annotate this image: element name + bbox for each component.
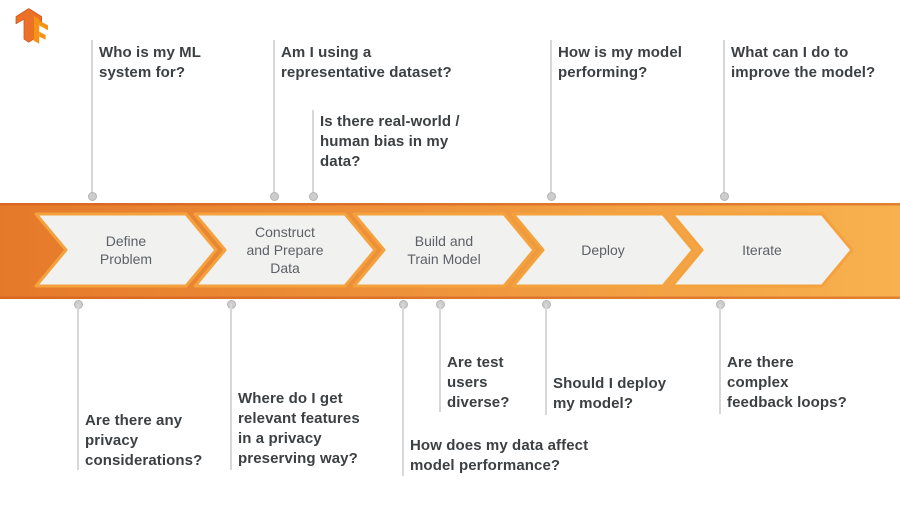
question-bottom-test-users-diverse: Are test users diverse? [447,354,510,411]
question-top-model-performing: How is my model performing? [558,44,683,81]
pipeline-banner [0,203,900,299]
connector-line-bottom-4 [439,304,441,412]
connector-dot-top-3 [309,192,318,201]
stage-label-define-problem: Define Problem [99,233,153,267]
connector-line-bottom-6 [719,304,721,414]
tensorflow-logo-icon [15,8,48,44]
question-top-representative-dataset: Am I using a representative dataset? [281,44,452,81]
connector-line-top-2 [273,40,275,196]
connector-line-top-1 [91,40,93,196]
question-bottom-data-affect-performance: How does my data affect model performanc… [410,437,589,474]
stage-chevron-deploy [511,212,695,288]
stage-label-build-and-train-model: Build and Train Model [407,233,481,267]
question-top-real-world-human-bias: Is there real-world / human bias in my d… [320,113,460,170]
connector-dot-top-1 [88,192,97,201]
banner-top-edge [0,203,900,206]
stage-chevron-define-problem [34,212,218,288]
connector-line-bottom-1 [77,304,79,470]
connector-dot-top-5 [720,192,729,201]
tensorflow-logo-f-arm-top [39,20,48,31]
question-bottom-privacy-considerations: Are there any privacy considerations? [85,412,203,469]
connector-line-bottom-3 [402,304,404,476]
connector-dot-top-2 [270,192,279,201]
tensorflow-logo-f-stem [33,15,40,44]
question-bottom-relevant-features-privacy: Where do I get relevant features in a pr… [238,390,360,467]
connector-line-bottom-2 [230,304,232,470]
question-bottom-complex-feedback-loops: Are there complex feedback loops? [727,354,847,411]
connector-dot-top-4 [547,192,556,201]
banner-bottom-edge [0,296,900,299]
question-top-improve-the-model: What can I do to improve the model? [731,44,876,81]
connector-line-bottom-5 [545,304,547,415]
stage-chevron-construct-and-prepare-data [193,212,377,288]
stage-label-deploy: Deploy [581,242,625,258]
stage-label-construct-and-prepare-data: Construct and Prepare Data [246,224,324,276]
question-top-who-is-my-ml-system-for: Who is my ML system for? [99,44,202,81]
connector-line-top-4 [550,40,552,196]
question-bottom-should-i-deploy: Should I deploy my model? [553,375,667,412]
stage-label-iterate: Iterate [742,242,782,258]
stage-chevron-build-and-train-model [352,212,536,288]
connector-line-top-5 [723,40,725,196]
stage-chevron-iterate [670,212,854,288]
tensorflow-logo-f-arm-mid [39,31,46,40]
connector-line-top-3 [312,110,314,196]
